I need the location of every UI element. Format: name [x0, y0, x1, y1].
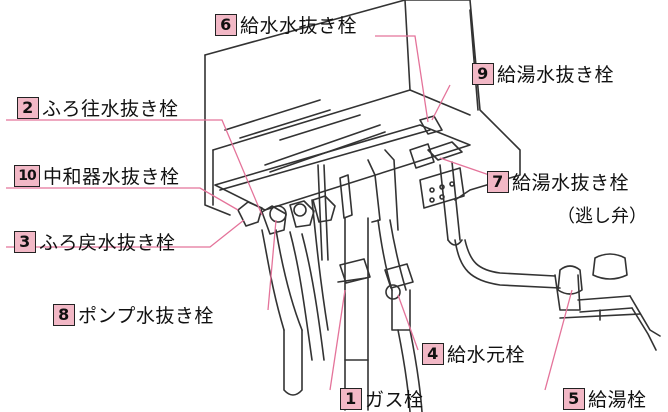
callout-number: 8 [53, 303, 75, 326]
callout-number: 5 [563, 387, 585, 410]
callout-text: ふろ戻水抜き栓 [39, 232, 176, 254]
callout-water-drain: 6 給水水抜き栓 [215, 11, 357, 38]
callout-number: 2 [17, 96, 39, 119]
callout-water-main: 4 給水元栓 [422, 340, 525, 367]
callout-note-relief-valve: （逃し弁） [557, 206, 647, 227]
callout-text: 給水元栓 [447, 344, 526, 366]
callout-text: ガス栓 [365, 389, 424, 411]
callout-bath-return: 2 ふろ往水抜き栓 [17, 94, 179, 121]
callout-text: ポンプ水抜き栓 [78, 305, 214, 327]
callout-number: 9 [472, 62, 494, 85]
callout-number: 1 [340, 387, 362, 410]
callout-number: 7 [487, 170, 509, 193]
callout-pump-drain: 8 ポンプ水抜き栓 [53, 301, 214, 328]
callout-hot-drain-relief: 7 給湯水抜き栓 [487, 168, 629, 195]
callout-bath-back: 3 ふろ戻水抜き栓 [14, 228, 176, 255]
callout-number: 3 [14, 230, 36, 253]
callout-text: 給湯水抜き栓 [497, 64, 615, 86]
callout-neutralizer-drain: 10 中和器水抜き栓 [14, 162, 180, 189]
callout-number: 10 [14, 164, 40, 187]
callout-text: ふろ往水抜き栓 [42, 98, 179, 120]
callout-number: 4 [422, 342, 444, 365]
callout-hot-drain: 9 給湯水抜き栓 [472, 60, 614, 87]
callout-gas: 1 ガス栓 [340, 385, 424, 412]
callout-hot-water: 5 給湯栓 [563, 385, 647, 412]
callout-text: 給湯水抜き栓 [512, 172, 630, 194]
callout-text: 中和器水抜き栓 [43, 166, 180, 188]
callout-number: 6 [215, 13, 237, 36]
callout-text: 給湯栓 [588, 389, 647, 411]
callout-text: 給水水抜き栓 [240, 15, 358, 37]
